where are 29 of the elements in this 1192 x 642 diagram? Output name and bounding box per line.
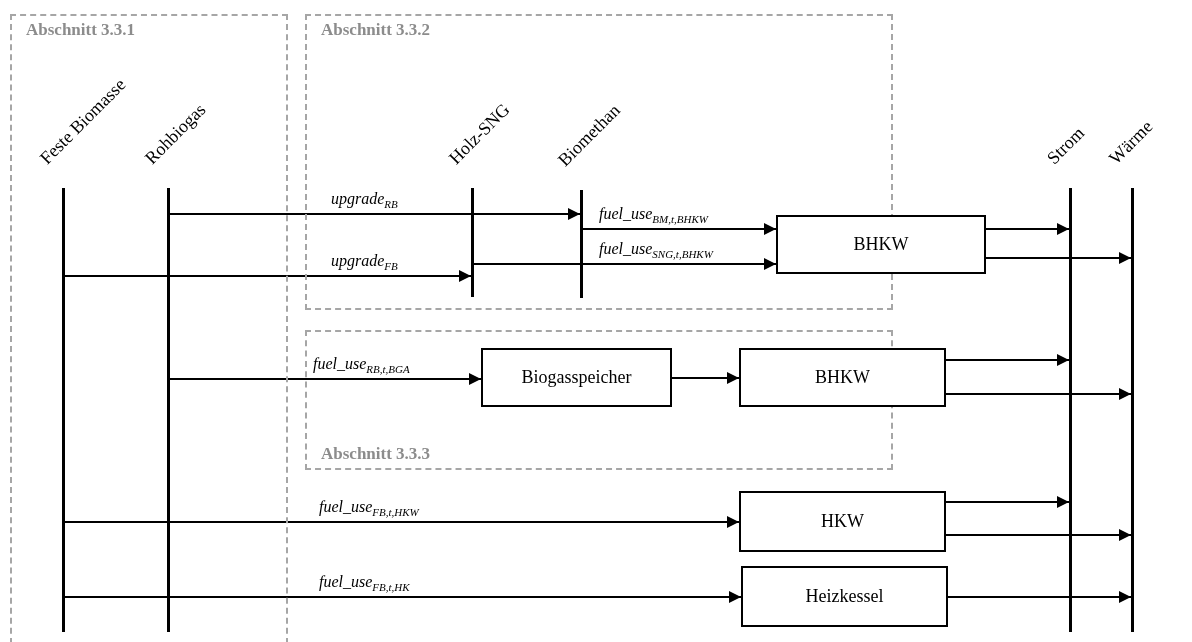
box-label: Biogasspeicher bbox=[521, 367, 632, 388]
arrow bbox=[473, 258, 777, 270]
arrow bbox=[985, 223, 1070, 235]
process-box bbox=[481, 348, 672, 407]
box-label: BHKW bbox=[853, 234, 909, 255]
arrow bbox=[945, 354, 1070, 366]
process-box bbox=[739, 491, 946, 552]
arrow bbox=[169, 208, 581, 220]
process-box bbox=[776, 215, 986, 274]
arrow bbox=[64, 516, 740, 528]
box-label: HKW bbox=[821, 511, 864, 532]
arrow bbox=[945, 388, 1132, 400]
arrow bbox=[582, 223, 777, 235]
arrow bbox=[169, 373, 482, 385]
arrow bbox=[985, 252, 1132, 264]
section-heading: Abschnitt 3.3.2 bbox=[321, 20, 431, 40]
arrow bbox=[64, 270, 472, 282]
section-frame bbox=[10, 14, 288, 642]
box-label: Heizkessel bbox=[805, 586, 884, 607]
process-box bbox=[741, 566, 948, 627]
process-box bbox=[739, 348, 946, 407]
section-heading: Abschnitt 3.3.1 bbox=[26, 20, 136, 40]
arrow bbox=[945, 496, 1070, 508]
box-label: BHKW bbox=[815, 367, 870, 388]
arrow bbox=[671, 372, 740, 384]
section-heading: Abschnitt 3.3.3 bbox=[321, 444, 431, 464]
arrow bbox=[64, 591, 742, 603]
arrow bbox=[945, 529, 1132, 541]
arrow bbox=[947, 591, 1132, 603]
